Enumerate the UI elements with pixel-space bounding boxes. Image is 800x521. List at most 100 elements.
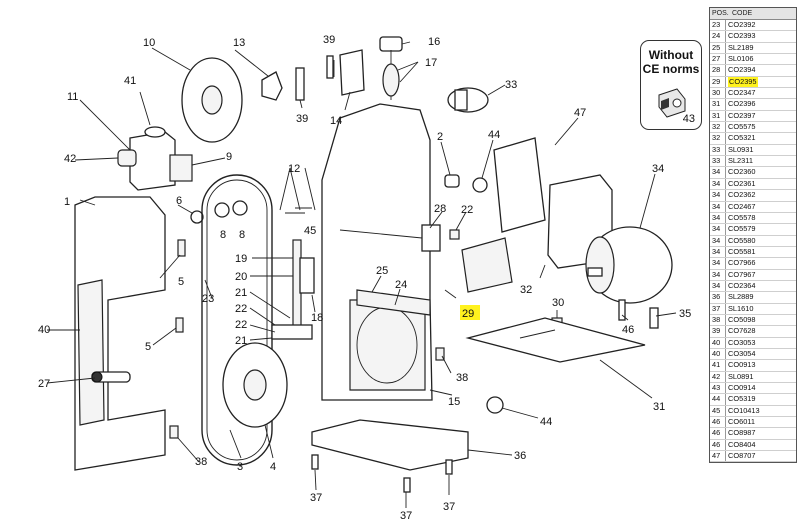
part-35-foot[interactable] — [649, 307, 659, 329]
part-38-clip-a[interactable] — [169, 425, 179, 439]
callout[interactable]: 32 — [520, 284, 532, 296]
callout[interactable]: 28 — [434, 203, 446, 215]
callout[interactable]: 33 — [505, 79, 517, 91]
callout[interactable]: 16 — [428, 36, 440, 48]
callout[interactable]: 2 — [437, 131, 443, 143]
callout[interactable]: 19 — [235, 253, 247, 265]
callout[interactable]: 41 — [124, 75, 136, 87]
callout[interactable]: 37 — [443, 501, 455, 513]
callout[interactable]: 5 — [145, 341, 151, 353]
callout[interactable]: 8 — [220, 229, 226, 241]
callout[interactable]: 4 — [270, 461, 276, 473]
part-33-capacitor[interactable] — [447, 87, 489, 113]
callout-highlighted[interactable]: 29 — [462, 308, 474, 320]
part-2-fitting[interactable] — [444, 174, 460, 188]
callout[interactable]: 9 — [226, 151, 232, 163]
part-23-band-blade[interactable] — [201, 174, 273, 466]
callout[interactable]: 45 — [304, 225, 316, 237]
part-44-knob-lower[interactable] — [486, 396, 504, 414]
part-39-plate-a[interactable] — [295, 67, 305, 101]
part-36-base[interactable] — [311, 419, 469, 471]
callout[interactable]: 27 — [38, 378, 50, 390]
callout[interactable]: 11 — [67, 91, 78, 103]
part-5-clip-upper[interactable] — [177, 239, 186, 257]
callout[interactable]: 14 — [330, 115, 342, 127]
callout[interactable]: 3 — [237, 461, 243, 473]
callout[interactable]: 42 — [64, 153, 76, 165]
callout[interactable]: 39 — [296, 113, 308, 125]
callout[interactable]: 34 — [652, 163, 664, 175]
callout[interactable]: 17 — [425, 57, 437, 69]
inset-callout[interactable]: 43 — [682, 113, 695, 125]
callout[interactable]: 21 — [235, 287, 247, 299]
callout[interactable]: 5 — [178, 276, 184, 288]
callout[interactable]: 36 — [514, 450, 526, 462]
callout[interactable]: 12 — [288, 163, 300, 175]
callout[interactable]: 37 — [400, 510, 412, 521]
callout[interactable]: 38 — [195, 456, 207, 468]
part-38-clip-b[interactable] — [435, 347, 445, 361]
callout[interactable]: 37 — [310, 492, 322, 504]
part-28-bracket[interactable] — [421, 224, 441, 252]
part-37-foot-c[interactable] — [445, 459, 453, 475]
part-37-foot-b[interactable] — [403, 477, 411, 493]
part-44-knob-upper[interactable] — [472, 177, 488, 193]
part-42-knob[interactable] — [117, 149, 137, 167]
part-13-lever[interactable] — [261, 71, 283, 101]
callout[interactable]: 47 — [574, 107, 586, 119]
callout[interactable]: 15 — [448, 396, 460, 408]
callout[interactable]: 46 — [622, 324, 634, 336]
part-8-bearing-a[interactable] — [214, 202, 230, 218]
part-25-cover[interactable] — [356, 289, 431, 316]
part-32-cover[interactable] — [461, 237, 513, 293]
callout[interactable]: 22 — [461, 204, 473, 216]
part-14-bracket[interactable] — [339, 49, 365, 96]
callout[interactable]: 23 — [202, 293, 214, 305]
callout[interactable]: 31 — [653, 401, 665, 413]
part-6-washer[interactable] — [190, 210, 204, 224]
part-46-bolt[interactable] — [618, 299, 626, 321]
part-41-block[interactable] — [129, 131, 176, 191]
callout[interactable]: 8 — [239, 229, 245, 241]
callout[interactable]: 13 — [233, 37, 245, 49]
callout[interactable]: 25 — [376, 265, 388, 277]
part-16-tension-knob[interactable] — [379, 36, 403, 52]
callout[interactable]: 22 — [235, 319, 247, 331]
callout[interactable]: 10 — [143, 37, 155, 49]
part-37-foot-a[interactable] — [311, 454, 319, 470]
